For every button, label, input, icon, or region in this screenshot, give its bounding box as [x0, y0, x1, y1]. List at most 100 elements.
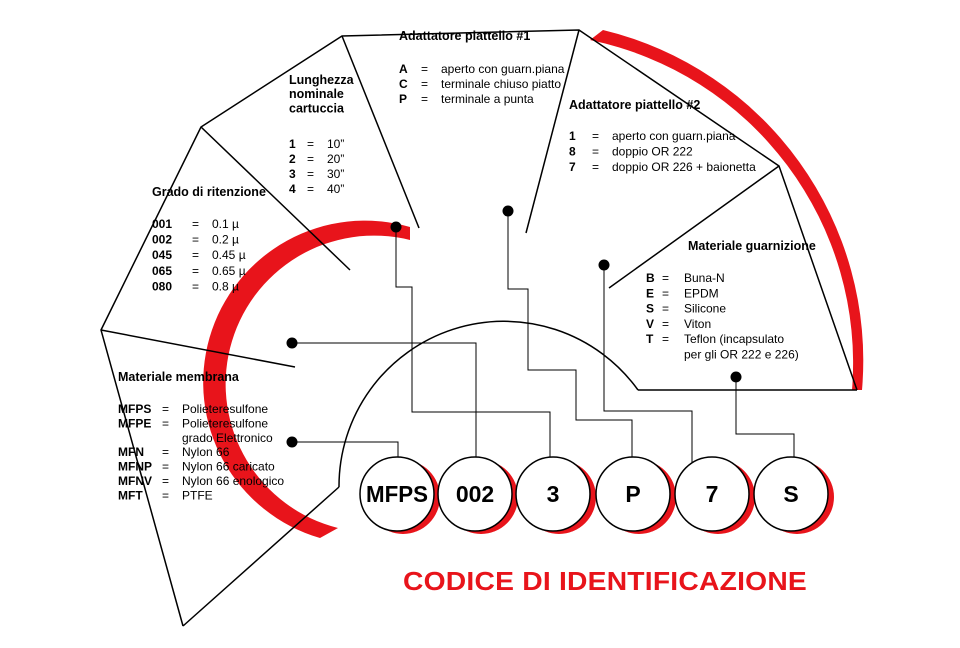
- option-code: V: [646, 317, 654, 331]
- lower-left-boundary: [182, 486, 340, 627]
- code-circles: MFPS 002 3 P 7 S: [359, 456, 834, 534]
- code-circle-3: 3: [515, 456, 596, 534]
- option-code: 1: [289, 137, 296, 151]
- option-code: 4: [289, 182, 296, 196]
- option-code: B: [646, 271, 655, 285]
- option-equals: =: [192, 264, 199, 278]
- section-heading: Grado di ritenzione: [152, 185, 266, 199]
- connector-guarnizione: [735, 377, 795, 463]
- section-heading: Adattatore piattello #2: [569, 98, 700, 112]
- dot-guarnizione: [730, 371, 742, 383]
- option-equals: =: [421, 92, 428, 106]
- option-equals: =: [592, 160, 599, 174]
- dot-lunghezza: [390, 221, 402, 233]
- code-part-membrana: MFPS: [366, 481, 428, 507]
- option-equals: =: [307, 152, 314, 166]
- dot-adattatore2: [598, 259, 610, 271]
- code-circle-1: MFPS: [359, 456, 440, 534]
- option-description: 0.45 µ: [212, 248, 246, 262]
- code-circle-2: 002: [437, 456, 518, 534]
- option-code: MFPS: [118, 402, 151, 416]
- option-code: 3: [289, 167, 296, 181]
- option-description: Nylon 66 enologico: [182, 474, 284, 488]
- option-code: 065: [152, 264, 172, 278]
- section-heading: Lunghezza: [289, 73, 355, 87]
- option-equals: =: [192, 217, 199, 231]
- option-code: C: [399, 77, 408, 91]
- connector-adattatore1: [507, 211, 633, 463]
- inner-boundary: [338, 320, 639, 488]
- option-code: MFN: [118, 445, 144, 459]
- option-description: per gli OR 222 e 226): [684, 348, 799, 362]
- option-equals: =: [662, 286, 669, 300]
- code-circle-5: 7: [674, 456, 755, 534]
- option-equals: =: [192, 233, 199, 247]
- option-code: P: [399, 92, 407, 106]
- option-code: 8: [569, 145, 576, 159]
- divider-3: [341, 35, 420, 229]
- code-circle-face: [674, 456, 750, 532]
- code-part-guarnizione: S: [783, 481, 798, 507]
- option-description: 20”: [327, 152, 344, 166]
- option-equals: =: [592, 145, 599, 159]
- connector-lunghezza: [395, 227, 551, 463]
- option-description: grado Elettronico: [182, 431, 273, 445]
- option-description: Silicone: [684, 302, 726, 316]
- option-equals: =: [662, 332, 669, 346]
- divider-5: [608, 165, 780, 289]
- option-code: MFNV: [118, 474, 152, 488]
- option-equals: =: [307, 182, 314, 196]
- code-circle-face: [515, 456, 591, 532]
- section-materiale-membrana: Materiale membranaMFPS=PolieteresulfoneM…: [118, 370, 284, 502]
- section-adattatore-piattello-1: Adattatore piattello #1A=aperto con guar…: [399, 29, 565, 106]
- code-circle-6: S: [753, 456, 834, 534]
- option-equals: =: [162, 460, 169, 474]
- red-shadow-arcs: [203, 30, 864, 538]
- section-heading: Materiale guarnizione: [688, 239, 816, 253]
- option-description: 0.8 µ: [212, 279, 239, 293]
- option-code: 2: [289, 152, 296, 166]
- option-code: MFPE: [118, 416, 151, 430]
- section-heading: nominale: [289, 87, 344, 101]
- option-description: 0.2 µ: [212, 233, 239, 247]
- option-equals: =: [662, 317, 669, 331]
- option-equals: =: [162, 416, 169, 430]
- option-description: Polieteresulfone: [182, 416, 268, 430]
- code-circle-face: [595, 456, 671, 532]
- option-description: 40”: [327, 182, 344, 196]
- option-equals: =: [192, 248, 199, 262]
- option-code: 001: [152, 217, 172, 231]
- option-equals: =: [421, 62, 428, 76]
- section-heading: cartuccia: [289, 101, 345, 115]
- option-description: EPDM: [684, 286, 719, 300]
- option-description: PTFE: [182, 488, 213, 502]
- option-equals: =: [162, 488, 169, 502]
- diagram-title: CODICE DI IDENTIFICAZIONE: [403, 566, 807, 596]
- option-description: terminale chiuso piatto: [441, 77, 561, 91]
- code-part-ritenzione: 002: [456, 481, 494, 507]
- section-lunghezza-cartuccia: Lunghezzanominalecartuccia1=10”2=20”3=30…: [289, 73, 355, 196]
- code-circle-4: P: [595, 456, 676, 534]
- option-equals: =: [192, 279, 199, 293]
- option-description: Nylon 66: [182, 445, 230, 459]
- connector-adattatore2: [603, 265, 693, 463]
- option-description: Buna-N: [684, 271, 725, 285]
- option-description: Teflon (incapsulato: [684, 332, 784, 346]
- option-code: S: [646, 302, 654, 316]
- option-equals: =: [592, 129, 599, 143]
- dot-ritenzione: [286, 337, 298, 349]
- connector-ritenzione: [292, 342, 477, 463]
- option-equals: =: [307, 167, 314, 181]
- option-equals: =: [162, 445, 169, 459]
- dot-membrana: [286, 436, 298, 448]
- option-code: A: [399, 62, 408, 76]
- option-description: 0.65 µ: [212, 264, 246, 278]
- divider-2: [200, 126, 351, 271]
- code-circle-face: [437, 456, 513, 532]
- option-description: Nylon 66 caricato: [182, 460, 275, 474]
- section-heading: Adattatore piattello #1: [399, 29, 530, 43]
- option-equals: =: [662, 271, 669, 285]
- option-equals: =: [307, 137, 314, 151]
